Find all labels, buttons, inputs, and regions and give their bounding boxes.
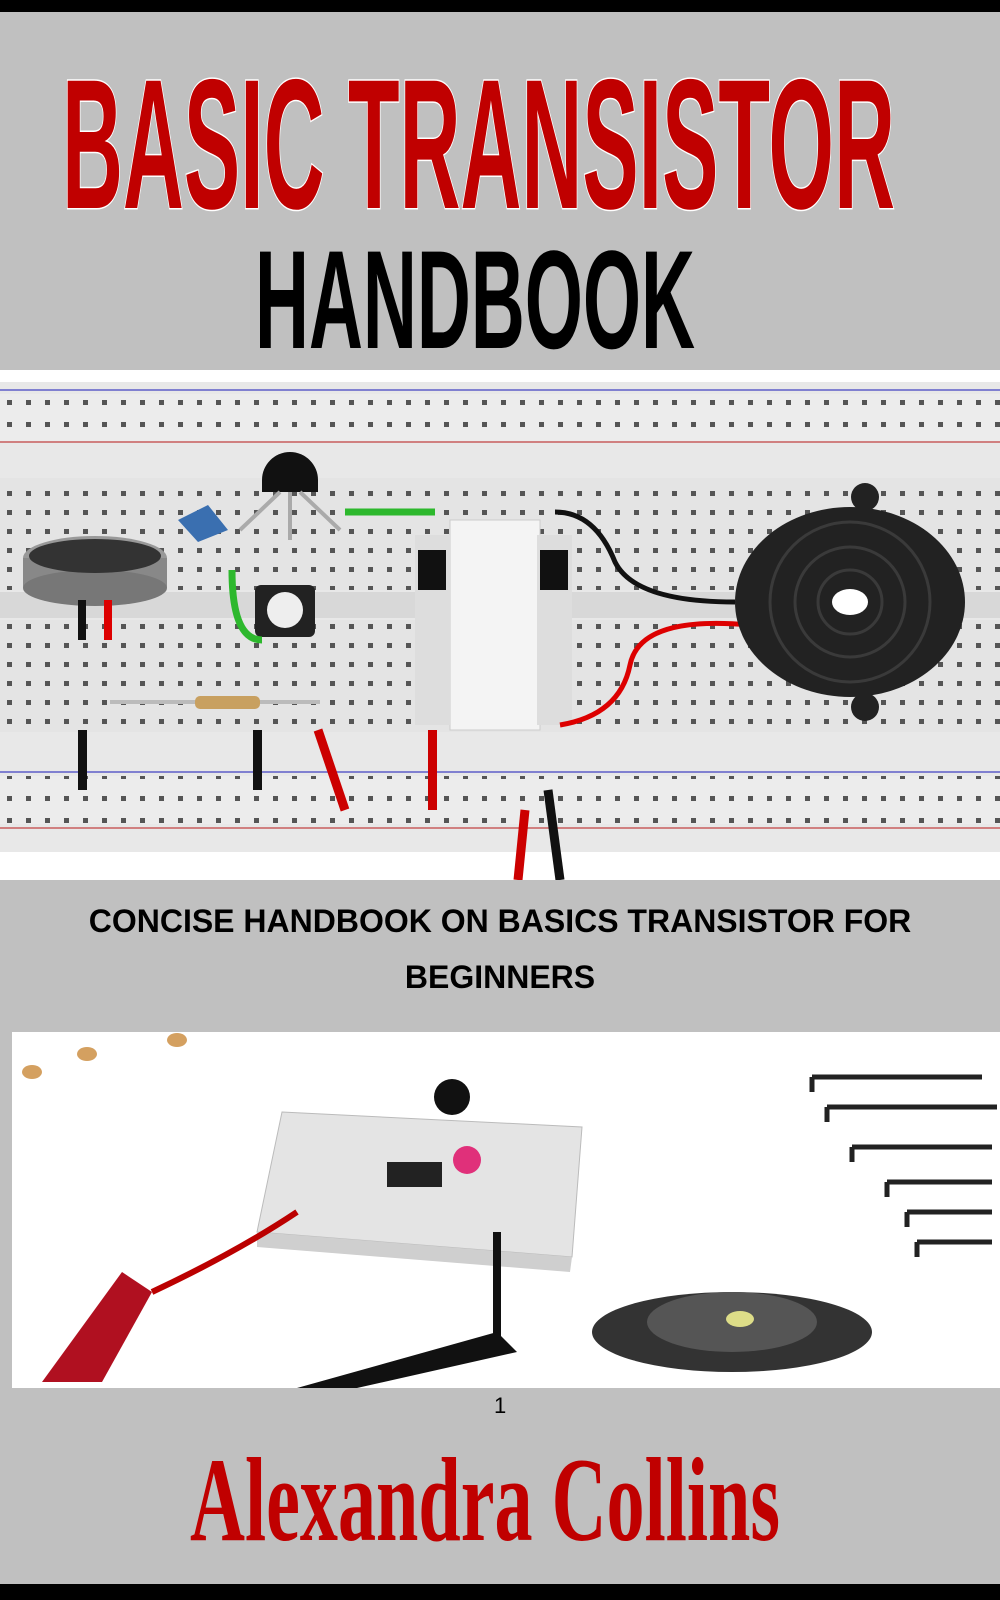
book-subtitle: CONCISE HANDBOOK ON BASICS TRANSISTOR FO… xyxy=(88,903,912,995)
title-block: BASIC TRANSISTOR HANDBOOK xyxy=(61,41,897,371)
mini-breadboard-photo xyxy=(12,1032,1000,1388)
top-border xyxy=(0,0,1000,12)
breadboard-circuit-image xyxy=(0,370,1000,881)
book-title-line2: HANDBOOK xyxy=(255,221,695,370)
author-name: Alexandra Collins xyxy=(190,1433,780,1566)
author-block: Alexandra Collins xyxy=(190,1433,780,1566)
bottom-border xyxy=(0,1584,1000,1600)
page-number: 1 xyxy=(494,1393,507,1418)
book-title: BASIC TRANSISTOR xyxy=(62,42,895,248)
